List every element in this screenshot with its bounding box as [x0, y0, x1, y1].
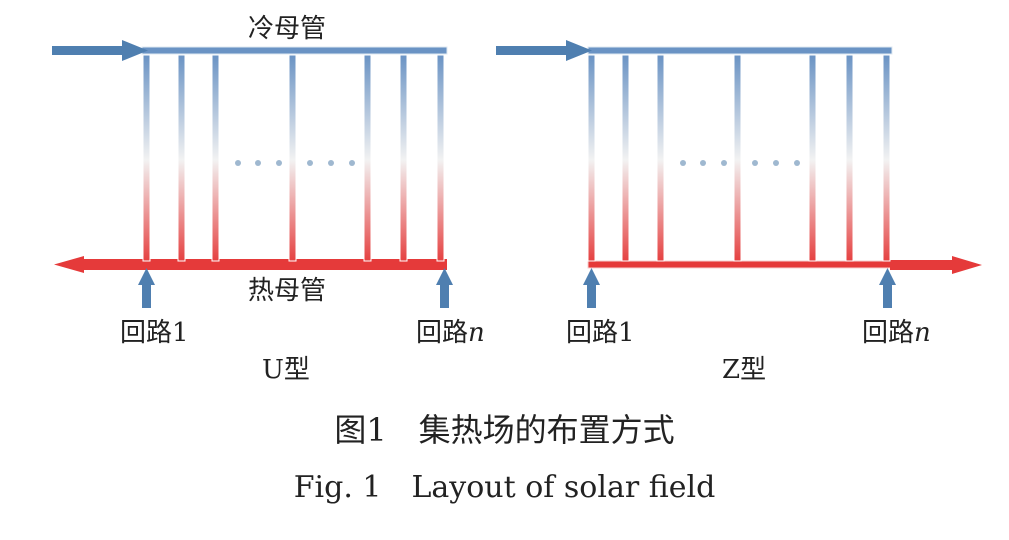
u-loop-pipe [177, 54, 186, 262]
u-loop-pipes [142, 54, 445, 262]
z-hot-outlet-arrow [890, 256, 982, 274]
z-loopn-label: 回路n [862, 318, 931, 348]
cold-header-label: 冷母管 [248, 14, 327, 44]
u-cold-header-pipe [141, 46, 448, 55]
u-loop-pipe [288, 54, 297, 262]
figure-caption-cn: 图1 集热场的布置方式 [334, 411, 675, 449]
z-loop-pipe [733, 54, 742, 262]
u-loop1-marker-arrow [138, 268, 155, 308]
z-type-layout [496, 40, 982, 308]
u-loop-pipe [436, 54, 445, 262]
u-loop-pipe [399, 54, 408, 262]
z-loopn-label-prefix: 回路 [862, 318, 915, 348]
z-loop-pipe [656, 54, 665, 262]
u-loop1-label: 回路1 [120, 318, 189, 348]
z-loop-pipe [587, 54, 596, 262]
u-hot-header-pipe [80, 259, 447, 270]
z-hot-header-pipe [587, 260, 893, 269]
z-ellipsis-dots [680, 160, 800, 166]
u-loopn-label-prefix: 回路 [416, 318, 469, 348]
hot-header-label: 热母管 [248, 276, 327, 306]
u-loopn-label: 回路n [416, 318, 485, 348]
u-loop-pipe [142, 54, 151, 262]
z-loop-pipe [621, 54, 630, 262]
z-loop-pipe [882, 54, 891, 262]
z-loop1-label: 回路1 [566, 318, 635, 348]
z-loop-pipes [587, 54, 891, 262]
u-hot-outlet-arrow [54, 256, 84, 273]
u-loop-pipe [211, 54, 220, 262]
u-type-label: U型 [262, 355, 310, 385]
z-loop-pipe [845, 54, 854, 262]
u-cold-inlet-arrow [52, 40, 148, 61]
z-cold-inlet-arrow [496, 40, 592, 61]
z-loopn-marker-arrow [879, 268, 896, 308]
z-loopn-label-n: n [914, 318, 931, 348]
z-loop-pipe [808, 54, 817, 262]
figure-caption-en: Fig. 1 Layout of solar field [293, 470, 716, 505]
u-loopn-marker-arrow [436, 268, 453, 308]
u-loopn-label-n: n [468, 318, 485, 348]
u-ellipsis-dots [235, 160, 355, 166]
z-cold-header-pipe [587, 46, 893, 55]
u-type-layout [52, 40, 453, 308]
z-loop1-marker-arrow [583, 268, 600, 308]
u-loop-pipe [363, 54, 372, 262]
z-type-label: Z型 [722, 355, 767, 385]
